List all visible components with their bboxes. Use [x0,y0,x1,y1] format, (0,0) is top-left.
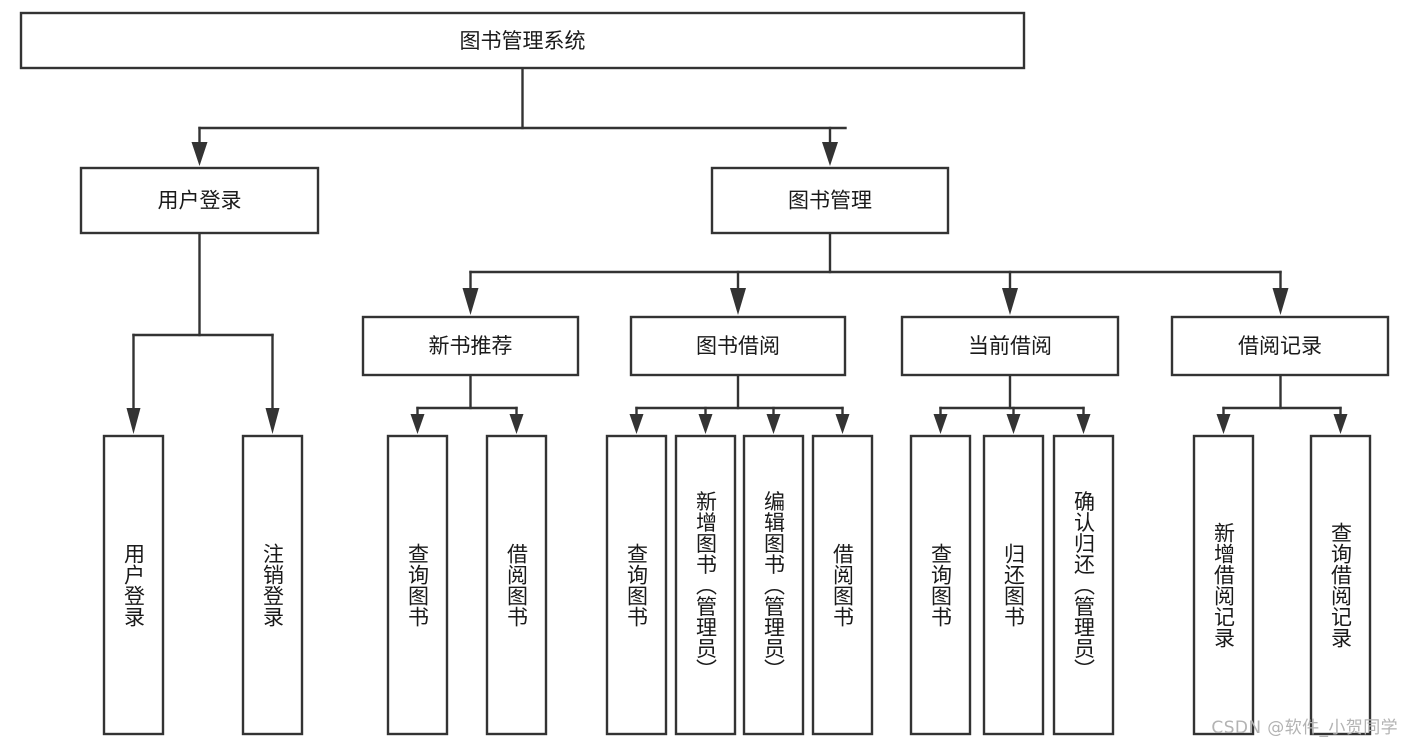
arrowhead-borrow-record [1272,288,1289,315]
node-leaf-query-book-2[interactable]: 查询图书 [605,434,668,736]
node-new-book-recommend-box[interactable] [361,315,580,377]
node-user-login-box[interactable] [79,166,320,235]
node-leaf-user-login[interactable]: 用户登录 [102,434,165,736]
connector-layer [126,66,1348,434]
arrowhead-leaf-add-book [698,414,713,434]
node-current-borrow[interactable]: 当前借阅 [900,315,1120,377]
node-leaf-query-book-1-label: 查询图书 [406,543,430,627]
node-borrow-record[interactable]: 借阅记录 [1170,315,1390,377]
node-leaf-add-borrow-record-box[interactable] [1192,434,1255,736]
node-leaf-user-login-label: 用户登录 [122,543,146,627]
arrowhead-leaf-query-borrow-record [1333,414,1348,434]
node-current-borrow-label: 当前借阅 [968,334,1052,358]
node-leaf-return-book-label: 归还图书 [1002,543,1026,627]
node-book-borrow[interactable]: 图书借阅 [629,315,847,377]
arrowhead-leaf-query-book-1 [410,414,425,434]
node-book-management-label: 图书管理 [788,189,872,213]
node-new-book-recommend[interactable]: 新书推荐 [361,315,580,377]
arrowhead-leaf-add-borrow-record [1216,414,1231,434]
node-leaf-query-book-3[interactable]: 查询图书 [909,434,972,736]
arrowhead-leaf-query-book-2 [629,414,644,434]
node-leaf-add-borrow-record-label: 新增借阅记录 [1212,522,1236,648]
node-leaf-add-book-box[interactable] [674,434,737,736]
node-leaf-query-book-1[interactable]: 查询图书 [386,434,449,736]
node-book-management-box[interactable] [710,166,950,235]
arrowhead-leaf-query-book-3 [933,414,948,434]
node-new-book-recommend-label: 新书推荐 [429,334,513,358]
node-borrow-record-box[interactable] [1170,315,1390,377]
node-leaf-borrow-book-2-label: 借阅图书 [831,543,855,627]
node-leaf-query-book-1-box[interactable] [386,434,449,736]
node-leaf-confirm-return-label: 确认归还（管理员） [1072,491,1096,680]
node-book-borrow-box[interactable] [629,315,847,377]
arrowhead-leaf-borrow-book-1 [509,414,524,434]
node-leaf-query-borrow-record-label: 查询借阅记录 [1329,522,1353,648]
node-leaf-user-logout-box[interactable] [241,434,304,736]
node-leaf-query-book-2-label: 查询图书 [625,543,649,627]
node-leaf-query-book-3-box[interactable] [909,434,972,736]
node-leaf-borrow-book-1[interactable]: 借阅图书 [485,434,548,736]
node-root-label: 图书管理系统 [460,29,586,53]
arrowhead-leaf-confirm-return [1076,414,1091,434]
node-leaf-borrow-book-1-box[interactable] [485,434,548,736]
node-leaf-edit-book-label: 编辑图书（管理员） [762,491,786,680]
node-leaf-query-book-3-label: 查询图书 [929,543,953,627]
arrowhead-leaf-user-logout [265,408,280,434]
node-leaf-user-logout-label: 注销登录 [261,543,285,627]
node-leaf-query-book-2-box[interactable] [605,434,668,736]
node-leaf-add-book[interactable]: 新增图书（管理员） [674,434,737,736]
node-borrow-record-label: 借阅记录 [1238,334,1322,358]
node-leaf-borrow-book-2[interactable]: 借阅图书 [811,434,874,736]
arrowhead-new-book-recommend [462,288,479,315]
node-leaf-query-borrow-record[interactable]: 查询借阅记录 [1309,434,1372,736]
arrowhead-book-borrow [730,288,746,315]
node-leaf-borrow-book-1-label: 借阅图书 [505,543,529,627]
arrowhead-leaf-edit-book [766,414,781,434]
node-leaf-confirm-return-box[interactable] [1052,434,1115,736]
arrowhead-book-management [822,142,838,166]
node-current-borrow-box[interactable] [900,315,1120,377]
node-root[interactable]: 图书管理系统 [19,11,1026,70]
node-leaf-user-logout[interactable]: 注销登录 [241,434,304,736]
node-leaf-edit-book[interactable]: 编辑图书（管理员） [742,434,805,736]
arrowhead-current-borrow [1002,288,1018,315]
node-user-login[interactable]: 用户登录 [79,166,320,235]
csdn-watermark: CSDN @软件_小贺同学 [1211,718,1398,738]
arrowhead-leaf-user-login [126,408,141,434]
node-user-login-label: 用户登录 [158,189,242,213]
node-book-borrow-label: 图书借阅 [696,334,780,358]
node-leaf-query-borrow-record-box[interactable] [1309,434,1372,736]
node-leaf-confirm-return[interactable]: 确认归还（管理员） [1052,434,1115,736]
node-leaf-return-book-box[interactable] [982,434,1045,736]
node-leaf-user-login-box[interactable] [102,434,165,736]
node-book-management[interactable]: 图书管理 [710,166,950,235]
arrowhead-user-login [191,142,208,166]
arrowhead-leaf-return-book [1006,414,1021,434]
node-leaf-edit-book-box[interactable] [742,434,805,736]
node-root-box[interactable] [19,11,1026,70]
node-leaf-add-borrow-record[interactable]: 新增借阅记录 [1192,434,1255,736]
node-leaf-return-book[interactable]: 归还图书 [982,434,1045,736]
node-leaf-borrow-book-2-box[interactable] [811,434,874,736]
node-leaf-add-book-label: 新增图书（管理员） [694,491,718,680]
arrowhead-leaf-borrow-book-2 [835,414,850,434]
